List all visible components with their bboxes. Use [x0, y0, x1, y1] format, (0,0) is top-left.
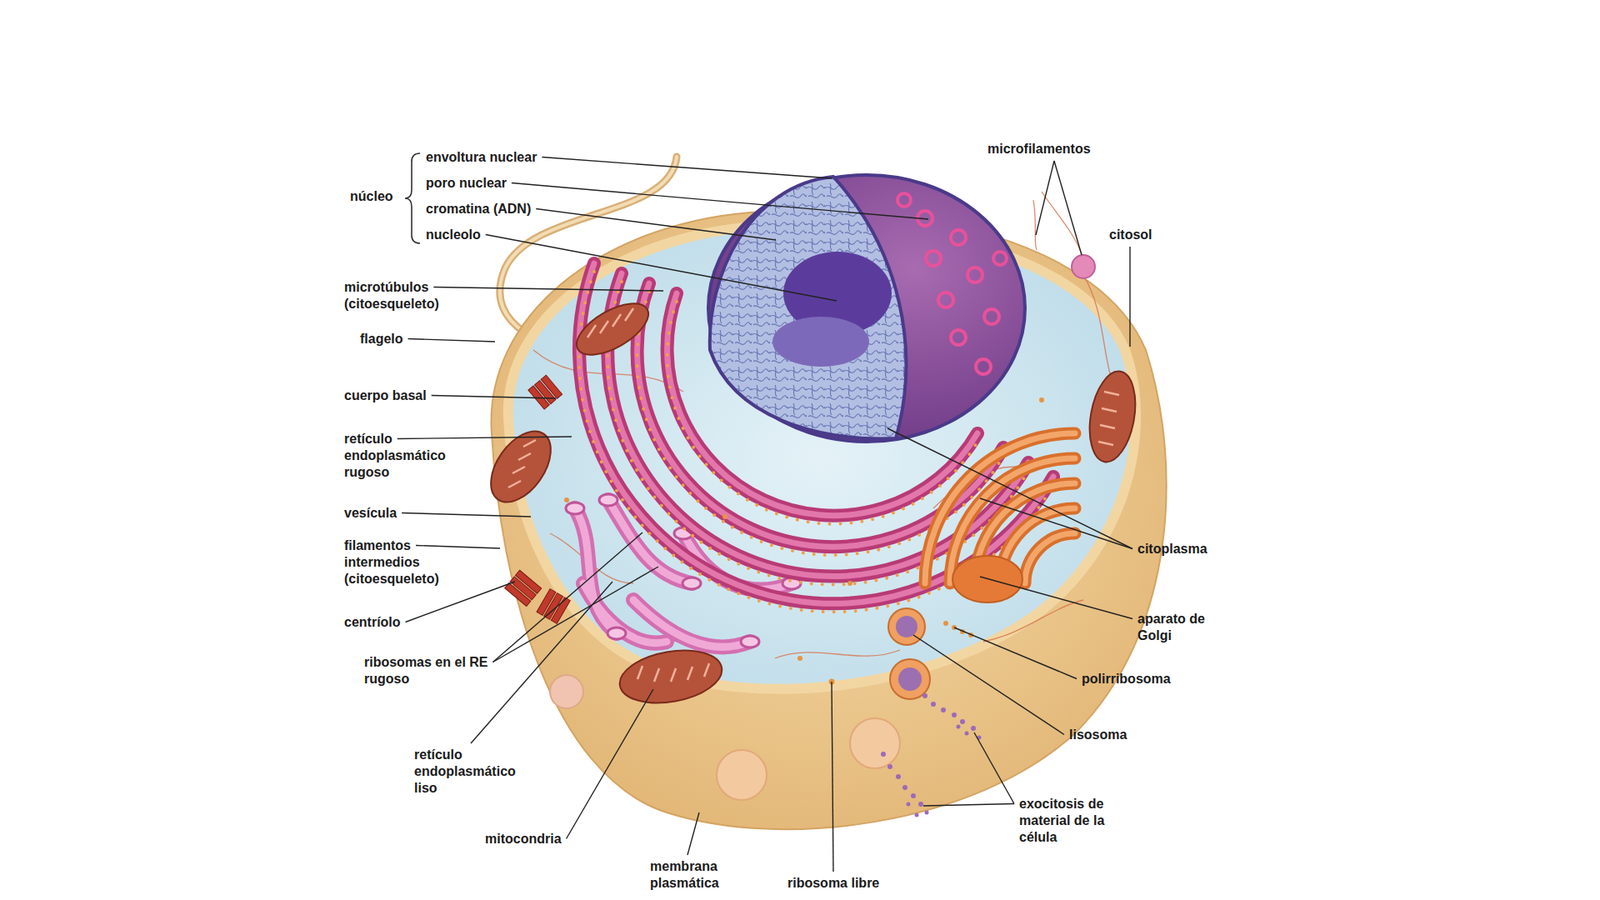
leader-line: [980, 576, 1133, 620]
leader-line: [431, 395, 556, 400]
part-label: cuerpo basal: [344, 387, 427, 405]
part-label: microtúbulos (citoesqueleto): [344, 279, 453, 313]
part-label: polirribosoma: [1081, 670, 1171, 688]
leader-line: [1054, 160, 1082, 255]
leader-line: [408, 339, 495, 343]
leader-line: [913, 635, 1065, 735]
leader-line: [493, 566, 660, 663]
leader-line: [541, 157, 832, 180]
part-label: microfilamentos: [987, 140, 1091, 158]
part-label: exocitosis de material de la célula: [1019, 795, 1111, 846]
part-label: ribosoma libre: [787, 875, 880, 892]
part-label: ribosomas en el RE rugoso: [364, 654, 490, 688]
part-label: centríolo: [344, 614, 401, 631]
leader-line: [687, 812, 700, 855]
leader-line: [831, 681, 834, 872]
part-label: vesícula: [344, 505, 397, 522]
leader-line: [493, 532, 644, 663]
leader-line: [980, 498, 1133, 550]
leader-line: [566, 689, 654, 840]
part-label: núcleo: [350, 188, 394, 205]
leader-line: [923, 804, 1015, 807]
part-label: filamentos intermedios (citoesqueleto): [344, 537, 449, 588]
leader-line: [397, 436, 572, 440]
part-label: lisosoma: [1069, 726, 1127, 744]
part-label: poro nuclear: [425, 175, 507, 192]
leader-line: [1129, 246, 1130, 347]
part-label: nucleolo: [425, 226, 481, 244]
part-label: citoplasma: [1137, 540, 1208, 558]
part-label: mitocondria: [485, 830, 562, 848]
leader-line: [954, 627, 1077, 680]
leader-line: [974, 732, 1015, 805]
leader-line: [405, 581, 515, 623]
part-label: cromatina (ADN): [425, 200, 531, 218]
leader-line: [887, 428, 1133, 550]
leader-line: [1035, 160, 1055, 235]
part-label: envoltura nuclear: [425, 149, 537, 166]
part-label: aparato de Golgi: [1137, 610, 1213, 645]
part-label: citosol: [1109, 226, 1153, 244]
part-label: retículo endoplasmático rugoso: [344, 430, 457, 481]
leader-line: [433, 287, 664, 292]
bracket: [405, 153, 420, 244]
part-label: membrana plasmática: [650, 858, 742, 892]
leader-line: [401, 513, 531, 518]
part-label: retículo endoplasmático liso: [414, 746, 527, 797]
part-label: flagelo: [360, 330, 404, 348]
leader-line: [535, 209, 776, 241]
leader-line: [415, 545, 500, 550]
leader-line: [470, 581, 613, 744]
